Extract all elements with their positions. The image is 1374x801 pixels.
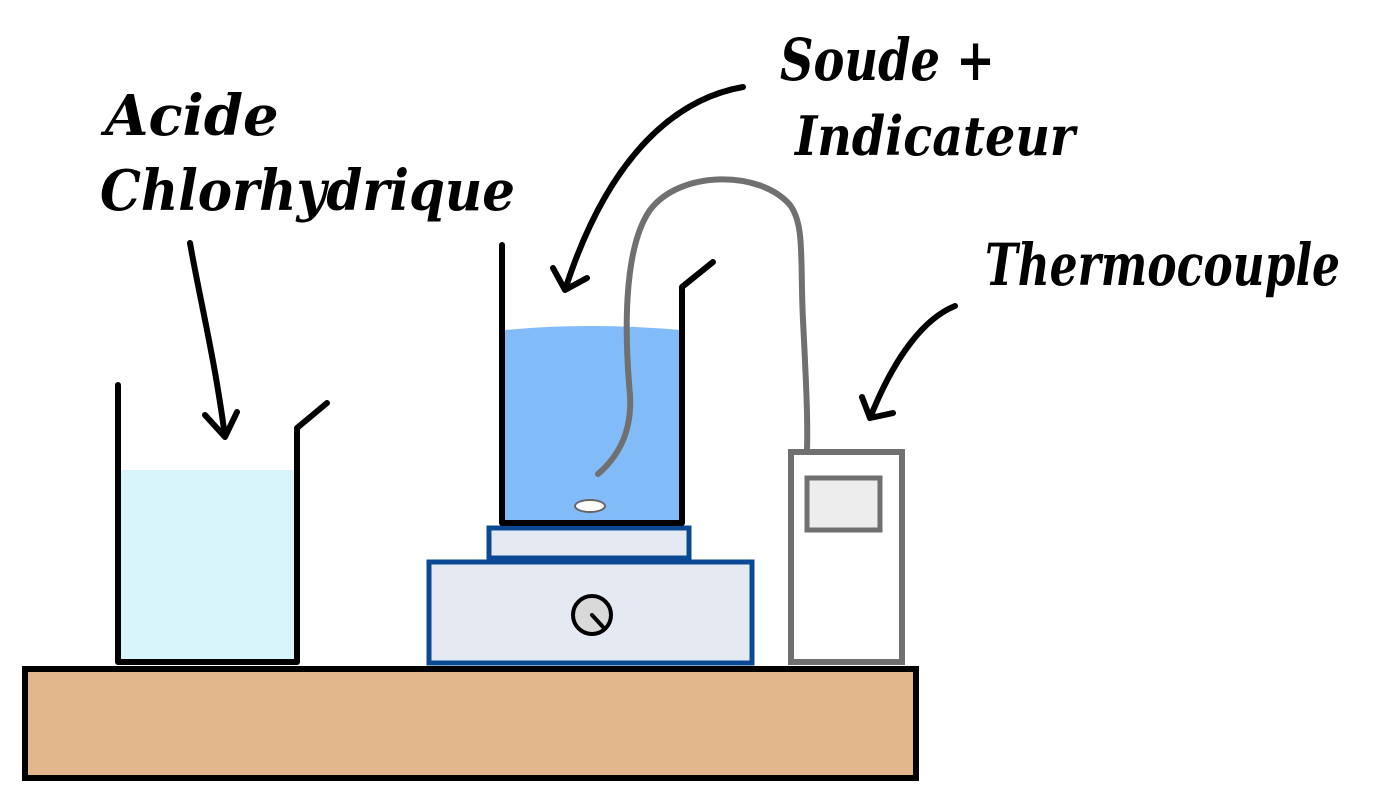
thermocouple-meter (788, 449, 905, 665)
magnetic-stirrer (426, 525, 755, 666)
base-liquid (505, 326, 680, 520)
meter-screen (804, 475, 883, 533)
arrow-base (550, 84, 746, 293)
label-base-line2: Indicateur (793, 104, 1078, 168)
hand-drawn-arrow (187, 84, 958, 440)
base-beaker-outline (499, 242, 716, 526)
arrow-acid (187, 240, 240, 440)
dial-knob-icon (571, 594, 613, 636)
acid-beaker (115, 382, 330, 665)
label-base-line1: Soude + (780, 26, 995, 94)
base-beaker (499, 242, 716, 526)
acid-beaker-outline (115, 382, 330, 665)
stir-bar (574, 499, 606, 513)
acid-liquid (121, 470, 296, 660)
lab-bench (22, 666, 919, 781)
thermocouple-probe (595, 176, 811, 477)
label-thermocouple: Thermocouple (985, 231, 1340, 299)
label-acid-line1: Acide (100, 83, 279, 149)
stirrer-plate (486, 525, 692, 561)
arrow-thermo (859, 303, 958, 421)
label-acid-line2: Chlorhydrique (100, 158, 515, 224)
